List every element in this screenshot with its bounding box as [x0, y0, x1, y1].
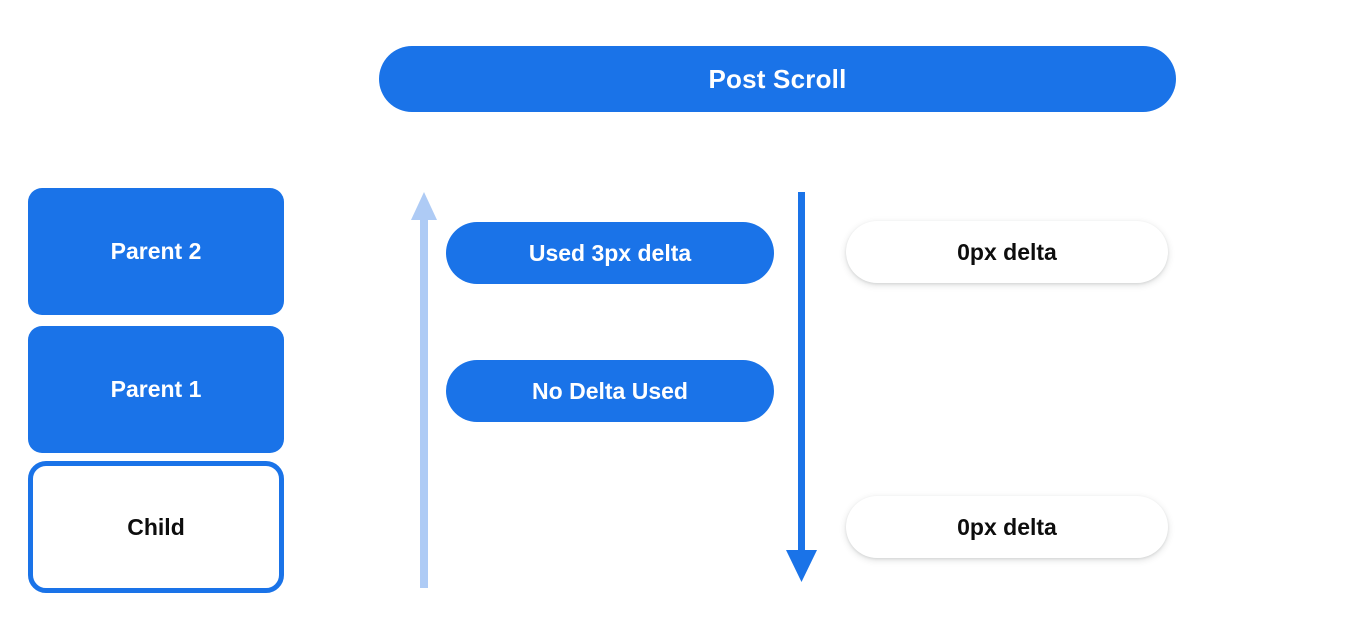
- downward-scroll-arrow: [786, 192, 817, 582]
- post-scroll-header: Post Scroll: [379, 46, 1176, 112]
- pill-used-3px-delta: Used 3px delta: [446, 222, 774, 284]
- stack-gap: [28, 315, 284, 326]
- node-parent-1: Parent 1: [28, 326, 284, 453]
- pill-zero-delta-bottom: 0px delta: [846, 496, 1168, 558]
- node-parent-2-label: Parent 2: [110, 238, 202, 264]
- upward-scroll-arrow: [411, 192, 437, 588]
- page-title: Post Scroll: [708, 63, 847, 94]
- pill-no-delta-used-label: No Delta Used: [532, 377, 688, 404]
- pill-zero-delta-top: 0px delta: [846, 221, 1168, 283]
- node-child-label: Child: [127, 513, 185, 540]
- node-parent-1-label: Parent 1: [110, 376, 202, 402]
- pill-zero-delta-top-label: 0px delta: [957, 238, 1057, 265]
- pill-no-delta-used: No Delta Used: [446, 360, 774, 422]
- scroll-node-stack: Parent 2 Parent 1 Child: [28, 188, 284, 593]
- node-parent-2: Parent 2: [28, 188, 284, 315]
- stack-gap: [28, 453, 284, 461]
- pill-used-3px-delta-label: Used 3px delta: [528, 239, 692, 266]
- pill-zero-delta-bottom-label: 0px delta: [957, 513, 1057, 540]
- node-child: Child: [28, 461, 284, 593]
